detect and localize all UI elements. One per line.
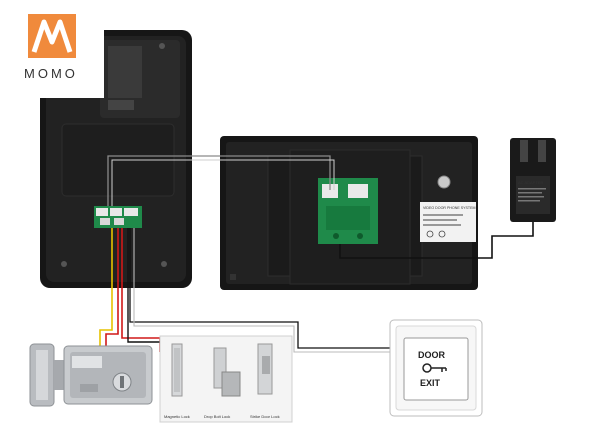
exit-button-line1: DOOR: [418, 350, 446, 360]
key-icon: [422, 363, 447, 373]
magnetic-lock-option: Magnetic Lock: [164, 343, 190, 419]
indoor-monitor: VIDEO DOOR PHONE SYSTEM: [220, 136, 478, 290]
monitor-label: [420, 202, 476, 242]
power-cable: [339, 222, 534, 259]
ac-adapter: AC ADAPTER: [339, 138, 556, 259]
logo-text: MOMO: [24, 66, 78, 81]
camera-to-lock-wires: [99, 228, 164, 352]
door-exit-button: DOOR EXIT: [389, 319, 483, 417]
strike-door-lock-option: Strike Door Lock: [250, 343, 280, 419]
lock-options-panel: Magnetic Lock Drop Bolt Lock Strike Door…: [159, 335, 293, 423]
lock-option-label: Strike Door Lock: [250, 414, 280, 419]
monitor-label-text: VIDEO DOOR PHONE SYSTEM: [423, 206, 476, 210]
camera-to-monitor-wires: [107, 155, 335, 206]
exit-button-line2: EXIT: [420, 378, 441, 388]
camera-to-exit-wires: [129, 228, 390, 353]
lock-option-label: Magnetic Lock: [164, 414, 190, 419]
electric-lock: [29, 343, 153, 407]
red-wire: [105, 228, 119, 352]
lock-option-label: Drop Bolt Lock: [204, 414, 230, 419]
momo-logo: MOMO: [8, 8, 104, 98]
yellow-wire: [99, 228, 113, 352]
drop-bolt-lock-option: Drop Bolt Lock: [204, 347, 241, 419]
adapter-label: AC ADAPTER: [518, 180, 543, 185]
